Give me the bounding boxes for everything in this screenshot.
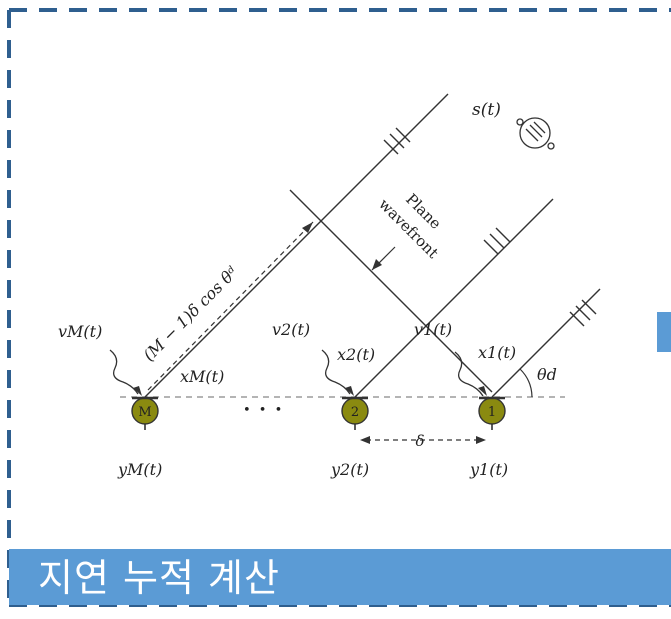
spacing-label: δ [415,432,424,450]
signal-label-1: x1(t) [478,343,516,362]
signal-label-2: x2(t) [337,345,375,364]
wavefront-line [289,189,493,393]
angle-label: θd [537,365,557,384]
noise-label-2: v2(t) [272,320,310,339]
ray-hatch-marks [383,127,597,327]
source-label: s(t) [472,100,501,120]
spacing-arrowhead-left [360,436,370,444]
mic-2-id: 2 [351,405,359,420]
noise-label-M: vM(t) [58,322,102,341]
path-length-label: (M − 1)δ cos θᵈ [139,262,241,364]
incoming-rays [144,93,601,398]
output-label-2: y2(t) [330,460,369,479]
mic-1-id: 1 [488,405,496,420]
wavefront-pointer-head [372,259,382,270]
spacing-arrowhead-right [476,436,486,444]
dashed-frame [7,8,671,607]
noise-label-1: v1(t) [414,320,452,339]
angle-arc [519,368,533,398]
mic-M: M [131,396,159,430]
signal-label-M: xM(t) [180,367,224,386]
output-label-1: y1(t) [469,460,508,479]
source-speaker-icon [516,117,555,150]
caption-bar [9,549,671,605]
caption-title: 지연 누적 계산 [38,556,280,600]
path-arrowhead [302,222,313,233]
noise-squiggles [109,349,484,397]
noise-arrowheads [133,386,487,396]
path-length-arrow [147,221,314,391]
side-accent-tab [657,312,671,352]
output-label-M: yM(t) [117,460,162,479]
array-ellipsis: • • • [243,403,284,418]
mic-M-id: M [138,405,151,420]
mic-2: 2 [341,396,369,430]
mic-1: 1 [478,396,506,430]
